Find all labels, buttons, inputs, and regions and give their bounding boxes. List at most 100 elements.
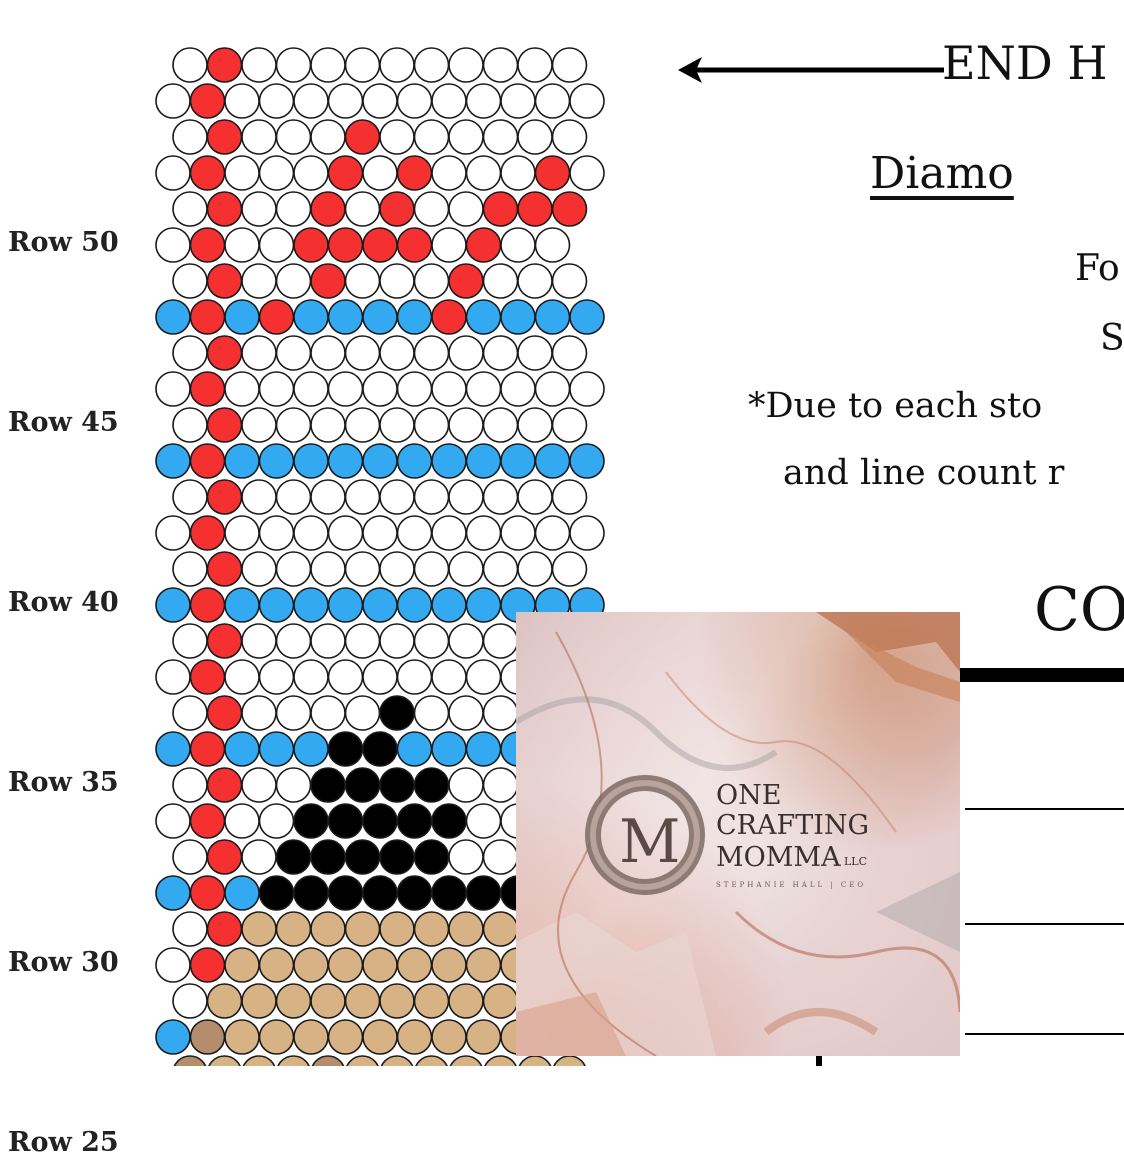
bead-tan xyxy=(310,911,346,947)
brand-logo: M ONE CRAFTING MOMMA LLC STEPHANIE HALL … xyxy=(516,612,960,1056)
logo-line-one: ONE xyxy=(716,780,782,811)
bead-black xyxy=(431,803,467,839)
bead-white xyxy=(379,335,415,371)
bead-white xyxy=(275,695,312,731)
bead-red xyxy=(189,731,226,767)
bead-white xyxy=(258,227,295,263)
heading-rule xyxy=(958,668,1124,682)
bead-white xyxy=(310,119,346,155)
bead-red xyxy=(206,551,243,587)
bead-white xyxy=(275,47,312,83)
bead-red xyxy=(206,335,243,371)
bead-blue xyxy=(431,443,467,479)
bead-white xyxy=(241,119,277,155)
bead-white xyxy=(241,623,277,659)
bead-white xyxy=(448,695,484,731)
bead-white xyxy=(241,551,277,587)
bead-white xyxy=(241,695,277,731)
bead-white xyxy=(224,155,260,191)
bead-tan xyxy=(241,983,277,1019)
bead-white xyxy=(413,335,450,371)
bead-tan xyxy=(482,983,519,1019)
bead-white xyxy=(362,83,398,119)
bead-red xyxy=(206,119,243,155)
bead-black xyxy=(293,875,329,911)
bead-white xyxy=(224,803,260,839)
bead-white xyxy=(465,515,502,551)
bead-red xyxy=(327,227,364,263)
bead-white xyxy=(448,551,484,587)
bead-red xyxy=(310,263,346,299)
bead-tan xyxy=(465,947,502,983)
bead-white xyxy=(362,659,398,695)
bead-blue xyxy=(396,443,433,479)
bead-tan xyxy=(241,911,277,947)
bead-blue xyxy=(258,443,295,479)
bead-blue xyxy=(362,443,398,479)
bead-white xyxy=(482,767,519,803)
bead-blue xyxy=(327,443,364,479)
bead-white xyxy=(155,227,191,263)
bead-blue xyxy=(155,299,191,335)
logo-line-three: MOMMA xyxy=(716,842,841,873)
bead-blue xyxy=(465,731,502,767)
bead-red xyxy=(206,263,243,299)
bead-red xyxy=(206,623,243,659)
bead-tan xyxy=(380,1055,414,1066)
bead-tan xyxy=(327,1019,364,1055)
bead-black xyxy=(396,803,433,839)
bead-white xyxy=(551,335,588,371)
bead-white xyxy=(362,515,398,551)
bead-white xyxy=(482,623,519,659)
bead-white xyxy=(431,659,467,695)
bead-red xyxy=(396,227,433,263)
bead-tan xyxy=(396,1019,433,1055)
bead-red xyxy=(379,191,415,227)
bead-white xyxy=(224,515,260,551)
bead-white xyxy=(258,659,295,695)
bead-blue xyxy=(465,299,502,335)
bead-white xyxy=(517,479,553,515)
bead-white xyxy=(379,407,415,443)
co-heading-text: CO xyxy=(1034,575,1124,645)
bead-white xyxy=(275,767,312,803)
bead-tan xyxy=(277,1055,310,1066)
bead-blue xyxy=(431,731,467,767)
bead-white xyxy=(310,479,346,515)
bead-red xyxy=(551,191,588,227)
bead-white xyxy=(396,83,433,119)
bead-white xyxy=(275,119,312,155)
bead-blue xyxy=(534,443,571,479)
bead-white xyxy=(448,479,484,515)
bead-white xyxy=(569,371,605,407)
bead-white xyxy=(310,47,346,83)
bead-white xyxy=(431,155,467,191)
row-label: Row 45 xyxy=(8,407,119,438)
bead-red xyxy=(534,155,571,191)
bead-blue xyxy=(569,299,605,335)
bead-white xyxy=(396,515,433,551)
bead-blue xyxy=(396,299,433,335)
bead-white xyxy=(327,659,364,695)
bead-white xyxy=(500,371,536,407)
bead-red xyxy=(206,911,243,947)
bead-tan xyxy=(293,1019,329,1055)
bead-black xyxy=(327,875,364,911)
bead-white xyxy=(275,407,312,443)
bead-white xyxy=(551,263,588,299)
bead-red xyxy=(206,839,243,875)
bead-red xyxy=(206,191,243,227)
bead-white xyxy=(293,371,329,407)
bead-tan xyxy=(208,1055,241,1066)
bead-white xyxy=(258,155,295,191)
row-label: Row 25 xyxy=(8,1127,119,1158)
bead-tan xyxy=(275,911,312,947)
bead-white xyxy=(482,839,519,875)
bead-blue xyxy=(224,587,260,623)
bead-white xyxy=(431,515,467,551)
bead-black xyxy=(310,767,346,803)
bead-white xyxy=(155,83,191,119)
bead-white xyxy=(293,515,329,551)
bead-white xyxy=(172,119,208,155)
arrow-left-icon xyxy=(678,57,944,83)
